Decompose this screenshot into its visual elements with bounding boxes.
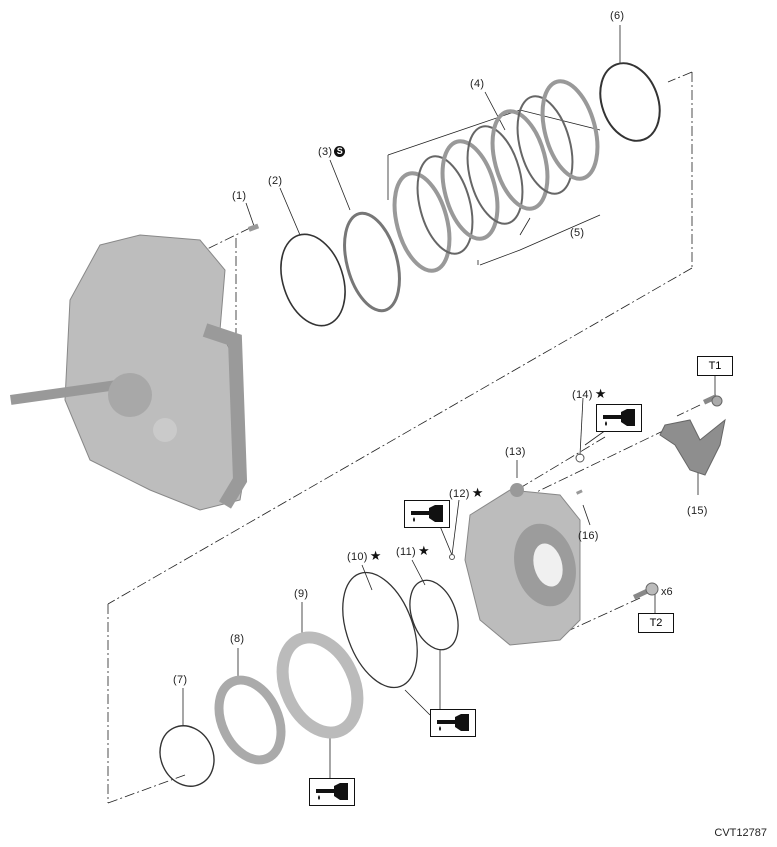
star-icon: ★ [471,485,484,500]
apply-fluid-icon [404,500,450,528]
callout-part-15: (15) [687,505,708,517]
star-icon: ★ [417,543,430,558]
callout-part-1: (1) [232,190,247,202]
star-icon: ★ [594,386,607,401]
callout-part-4: (4) [470,78,485,90]
callout-part-3: (3)S [318,146,346,158]
apply-fluid-icon [309,778,355,806]
callout-part-6: (6) [610,10,625,22]
callout-part-9: (9) [294,588,309,600]
torque-label-t1: T1 [697,356,733,376]
callout-part-8: (8) [230,633,245,645]
torque-label-t2: T2 [638,613,674,633]
callout-part-7: (7) [173,674,188,686]
callout-part-14: (14)★ [572,386,607,401]
quantity-label: x6 [661,586,673,598]
callout-part-10: (10)★ [347,548,382,563]
callout-part-16: (16) [578,530,599,542]
callout-part-11: (11)★ [396,543,430,558]
callout-part-2: (2) [268,175,283,187]
star-icon: ★ [369,548,382,563]
apply-fluid-icon [596,404,642,432]
figure-id: CVT12787 [714,827,767,839]
apply-fluid-icon [430,709,476,737]
callout-part-13: (13) [505,446,526,458]
callout-part-5: (5) [570,227,585,239]
special-tool-s-icon: S [334,146,346,157]
callout-part-12: (12)★ [449,485,484,500]
